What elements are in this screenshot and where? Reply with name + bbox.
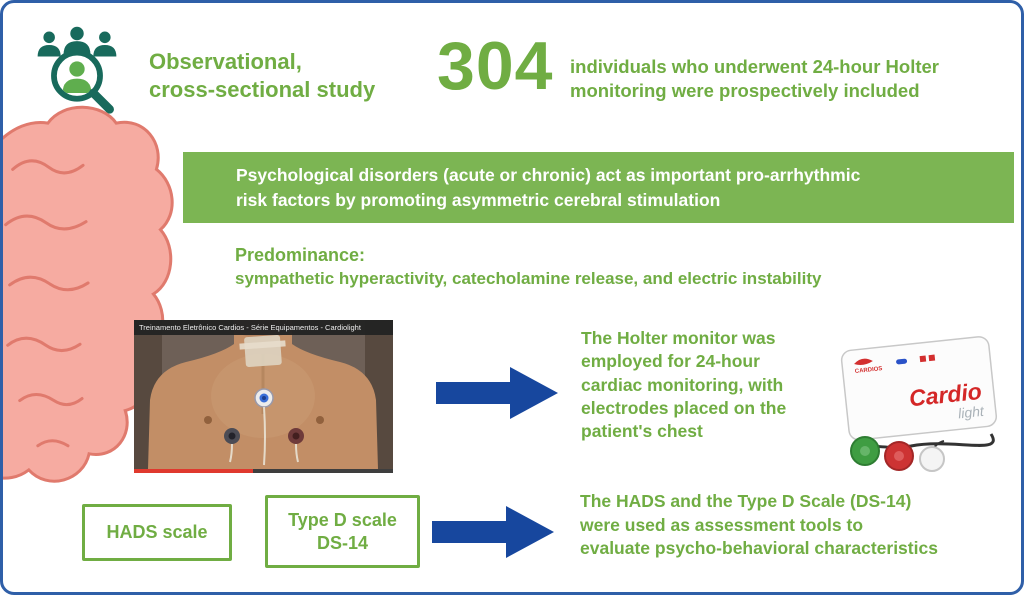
device-brand-sub-text: light: [957, 403, 985, 422]
key-message-banner: Psychological disorders (acute or chroni…: [183, 152, 1014, 223]
chest-electrodes-photo: [134, 320, 393, 469]
video-progress-fill: [134, 469, 254, 473]
device-logo-text: CARDIOS: [855, 366, 883, 375]
arrow-shaft: [436, 382, 510, 404]
predominance-label: Predominance:: [235, 245, 366, 265]
hads-scale-box: HADS scale: [82, 504, 232, 561]
right-arrow-icon: [436, 367, 558, 419]
holter-device-image: CARDIOS Cardio light: [840, 336, 998, 472]
predominance-text: sympathetic hyperactivity, catecholamine…: [235, 269, 822, 288]
video-title: Treinamento Eletrônico Cardios - Série E…: [134, 320, 393, 335]
type-d-scale-box: Type D scale DS-14: [265, 495, 420, 568]
brain-illustration: [3, 105, 174, 483]
right-arrow-icon: [432, 506, 554, 558]
people-search-icon: [37, 26, 117, 114]
arrow-shaft: [432, 521, 506, 543]
scales-description: The HADS and the Type D Scale (DS-14) we…: [580, 491, 938, 559]
study-type-label: Observational, cross-sectional study: [149, 49, 376, 103]
participant-count-caption: individuals who underwent 24-hour Holter…: [570, 56, 939, 102]
holter-video-thumbnail: Treinamento Eletrônico Cardios - Série E…: [134, 320, 393, 473]
arrow-head: [510, 367, 558, 419]
arrow-head: [506, 506, 554, 558]
video-progress-bar: [134, 469, 393, 473]
holter-description: The Holter monitor was employed for 24-h…: [581, 328, 787, 442]
participant-count: 304: [437, 28, 554, 104]
